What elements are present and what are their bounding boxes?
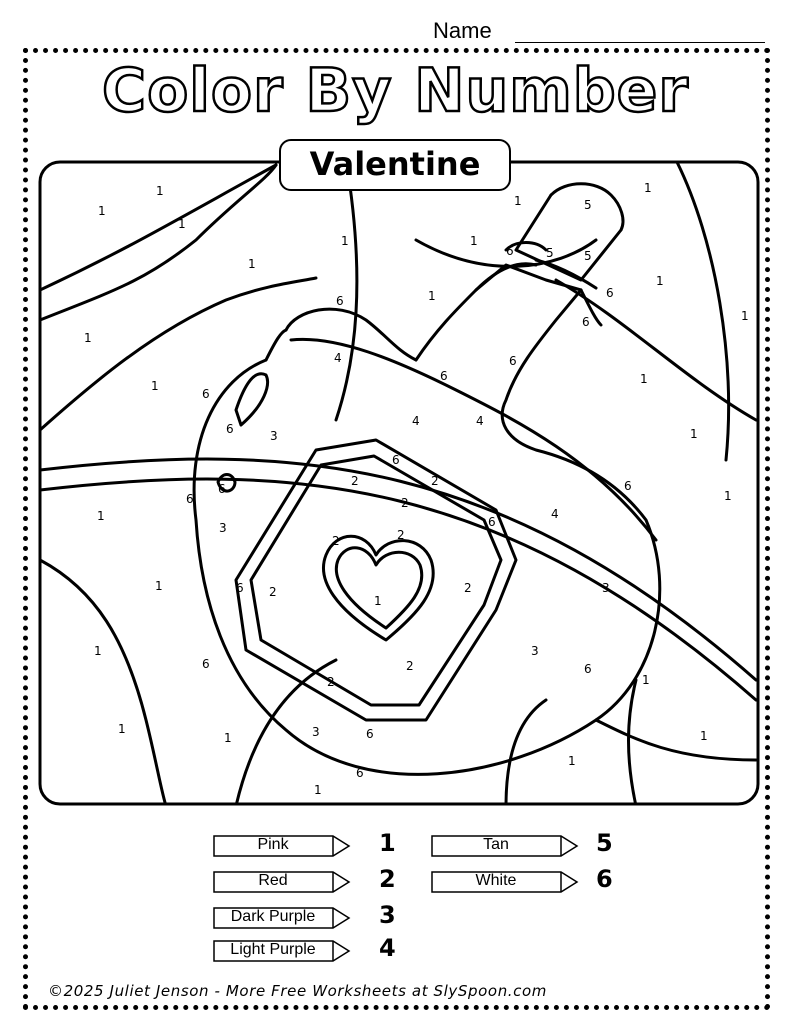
svg-text:2: 2 — [269, 585, 277, 599]
svg-text:1: 1 — [640, 372, 648, 386]
svg-text:6: 6 — [226, 422, 234, 436]
svg-text:1: 1 — [644, 181, 652, 195]
svg-text:1: 1 — [656, 274, 664, 288]
legend-item: Light Purple 4 — [213, 934, 403, 964]
svg-text:6: 6 — [624, 479, 632, 493]
legend-color-label: Light Purple — [230, 941, 316, 958]
svg-text:1: 1 — [341, 234, 349, 248]
legend-number: 4 — [379, 934, 396, 962]
crayon-icon — [431, 835, 579, 857]
svg-text:1: 1 — [248, 257, 256, 271]
svg-text:1: 1 — [94, 644, 102, 658]
coloring-picture[interactable]: 1 1 1 1 1 1 1 1 1 1 1 1 1 1 1 1 1 1 1 1 1 1 1 1 1 1 2… — [36, 160, 762, 806]
legend-item: Tan 5 — [431, 829, 621, 859]
svg-text:6: 6 — [356, 766, 364, 780]
svg-text:2: 2 — [351, 474, 359, 488]
svg-text:1: 1 — [178, 217, 186, 231]
legend-number: 1 — [379, 829, 396, 857]
page-title: Color By Number — [101, 55, 689, 128]
svg-text:6: 6 — [202, 657, 210, 671]
svg-text:6: 6 — [392, 453, 400, 467]
crayon-icon — [213, 940, 351, 962]
svg-text:3: 3 — [270, 429, 278, 443]
svg-text:1: 1 — [700, 729, 708, 743]
legend-color-label: Pink — [257, 836, 289, 853]
legend-color-label: White — [475, 872, 517, 889]
crayon-icon — [213, 871, 351, 893]
svg-text:6: 6 — [606, 286, 614, 300]
svg-text:1: 1 — [118, 722, 126, 736]
svg-text:1: 1 — [568, 754, 576, 768]
svg-text:6: 6 — [366, 727, 374, 741]
legend-item: Red 2 — [213, 865, 403, 895]
svg-text:3: 3 — [531, 644, 539, 658]
svg-text:6: 6 — [584, 662, 592, 676]
svg-text:4: 4 — [476, 414, 484, 428]
svg-text:3: 3 — [312, 725, 320, 739]
svg-text:2: 2 — [401, 496, 409, 510]
legend-item: Dark Purple 3 — [213, 901, 403, 931]
legend-color-label: Tan — [483, 836, 509, 853]
svg-text:4: 4 — [412, 414, 420, 428]
svg-text:2: 2 — [431, 474, 439, 488]
legend-color-label: Red — [258, 872, 288, 889]
svg-text:6: 6 — [582, 315, 590, 329]
svg-text:2: 2 — [332, 534, 340, 548]
svg-text:6: 6 — [506, 244, 514, 258]
dotted-border — [23, 48, 770, 1010]
svg-text:1: 1 — [224, 731, 232, 745]
svg-text:5: 5 — [546, 246, 554, 260]
svg-text:1: 1 — [374, 594, 382, 608]
footer-credit: ©2025 Juliet Jenson - More Free Workshee… — [48, 982, 548, 1000]
page-subtitle: Valentine — [279, 139, 511, 191]
crayon-icon — [213, 835, 351, 857]
legend-color-label: Dark Purple — [230, 908, 316, 925]
svg-text:5: 5 — [584, 249, 592, 263]
svg-text:6: 6 — [440, 369, 448, 383]
svg-text:1: 1 — [314, 783, 322, 797]
svg-text:2: 2 — [406, 659, 414, 673]
svg-text:1: 1 — [155, 579, 163, 593]
legend-number: 6 — [596, 865, 613, 893]
svg-text:1: 1 — [151, 379, 159, 393]
svg-text:3: 3 — [219, 521, 227, 535]
legend-number: 2 — [379, 865, 396, 893]
svg-text:1: 1 — [642, 673, 650, 687]
svg-text:1: 1 — [97, 509, 105, 523]
legend-item: White 6 — [431, 865, 621, 895]
svg-text:6: 6 — [336, 294, 344, 308]
legend-item: Pink 1 — [213, 829, 403, 859]
svg-text:6: 6 — [186, 492, 194, 506]
legend-number: 3 — [379, 901, 396, 929]
svg-text:6: 6 — [236, 581, 244, 595]
svg-text:1: 1 — [98, 204, 106, 218]
svg-text:1: 1 — [84, 331, 92, 345]
svg-text:1: 1 — [690, 427, 698, 441]
crayon-icon — [213, 907, 351, 929]
svg-text:1: 1 — [428, 289, 436, 303]
svg-text:2: 2 — [327, 675, 335, 689]
svg-text:1: 1 — [470, 234, 478, 248]
svg-text:6: 6 — [509, 354, 517, 368]
name-line[interactable] — [515, 42, 765, 43]
legend-number: 5 — [596, 829, 613, 857]
svg-text:4: 4 — [551, 507, 559, 521]
name-field[interactable]: Name — [433, 14, 773, 44]
svg-text:1: 1 — [724, 489, 732, 503]
svg-text:3: 3 — [602, 581, 610, 595]
svg-text:6: 6 — [202, 387, 210, 401]
svg-text:4: 4 — [334, 351, 342, 365]
svg-text:1: 1 — [156, 184, 164, 198]
svg-text:1: 1 — [741, 309, 749, 323]
svg-text:1: 1 — [514, 194, 522, 208]
svg-text:6: 6 — [218, 482, 226, 496]
name-label: Name — [433, 18, 492, 43]
svg-text:2: 2 — [464, 581, 472, 595]
crayon-icon — [431, 871, 579, 893]
svg-text:5: 5 — [584, 198, 592, 212]
svg-text:6: 6 — [488, 515, 496, 529]
svg-text:2: 2 — [397, 528, 405, 542]
